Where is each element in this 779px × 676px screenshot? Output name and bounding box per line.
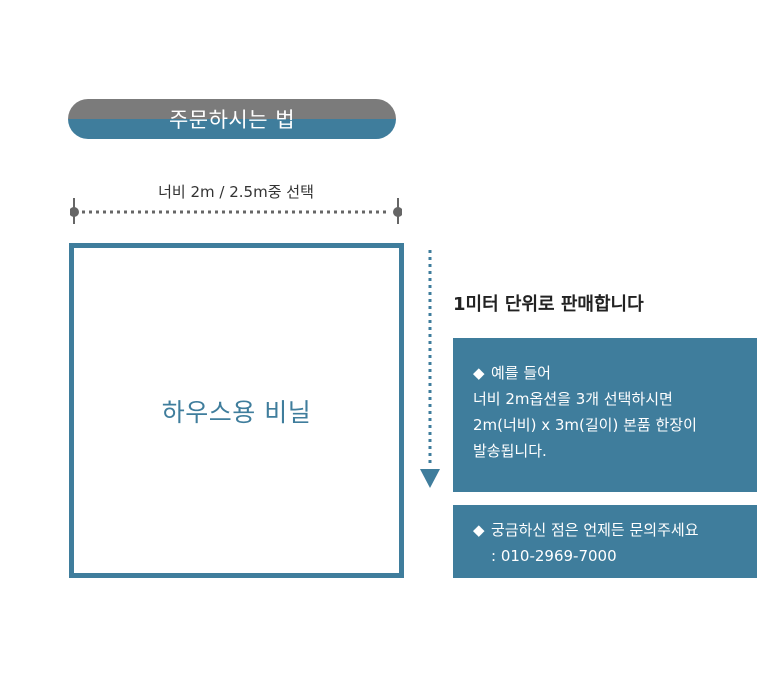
- example-line-1: ◆예를 들어: [473, 360, 757, 386]
- product-square: 하우스용 비닐: [69, 243, 404, 578]
- diamond-bullet-icon: ◆: [473, 521, 485, 539]
- example-line-2: 너비 2m옵션을 3개 선택하시면: [473, 390, 673, 408]
- contact-question: ◆궁금하신 점은 언제든 문의주세요: [473, 517, 757, 543]
- product-label: 하우스용 비닐: [161, 397, 312, 427]
- diamond-bullet-icon: ◆: [473, 364, 485, 382]
- unit-notice: 1미터 단위로 판매합니다: [453, 294, 644, 315]
- example-line-4: 발송됩니다.: [473, 442, 547, 460]
- width-selection-label: 너비 2m / 2.5m중 선택: [158, 183, 314, 201]
- example-info-box: ◆예를 들어 너비 2m옵션을 3개 선택하시면 2m(너비) x 3m(길이)…: [453, 338, 757, 492]
- width-measurement-line: [70, 198, 402, 224]
- length-arrow-icon: [420, 250, 440, 488]
- order-guide-title: 주문하시는 법: [168, 108, 296, 132]
- contact-phone: : 010-2969-7000: [491, 547, 617, 565]
- order-guide-title-pill: 주문하시는 법: [68, 99, 396, 139]
- contact-info-box: ◆궁금하신 점은 언제든 문의주세요 : 010-2969-7000: [453, 505, 757, 578]
- example-line-3: 2m(너비) x 3m(길이) 본품 한장이: [473, 416, 697, 434]
